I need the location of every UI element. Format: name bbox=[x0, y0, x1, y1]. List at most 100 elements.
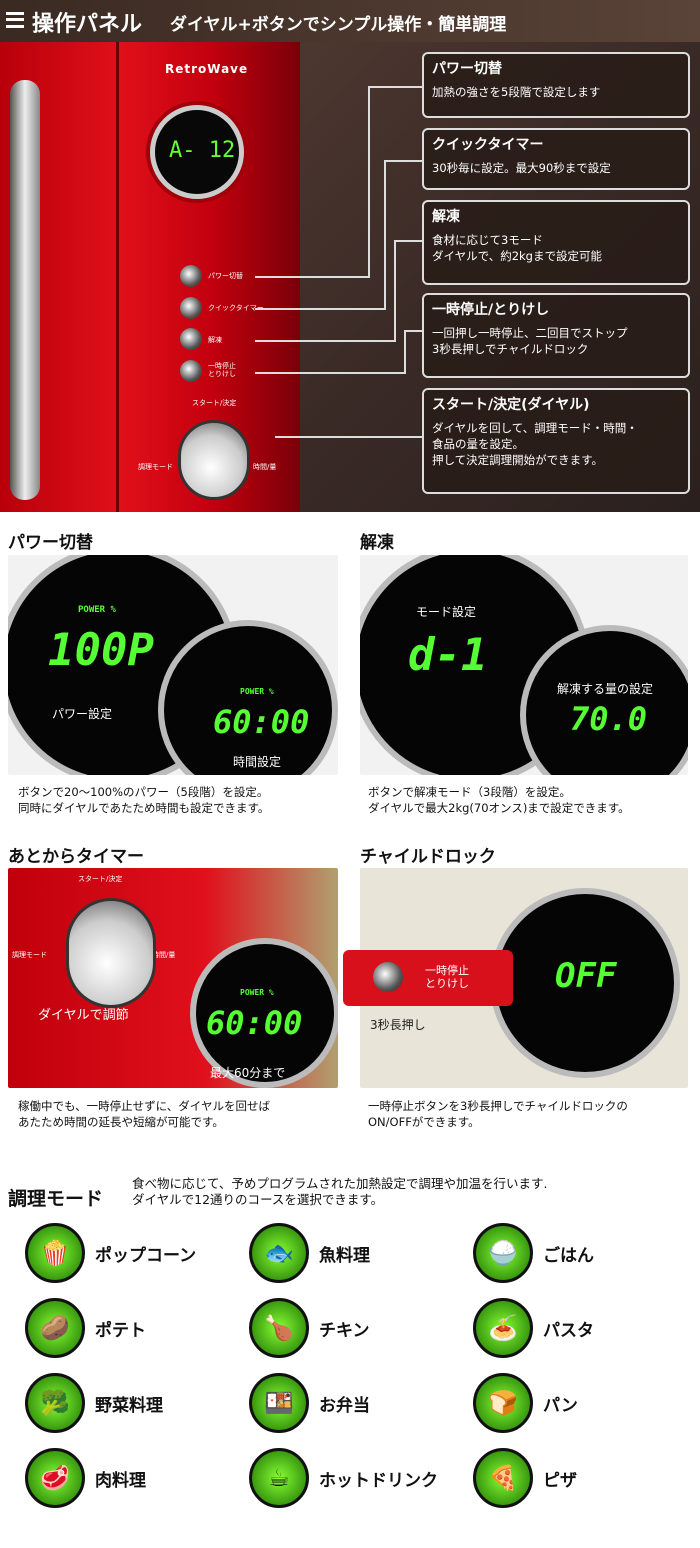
mode-item: ☕ ホットドリンク bbox=[249, 1448, 469, 1508]
mode-setting-label: モード設定 bbox=[416, 605, 477, 619]
microwave-photo bbox=[0, 42, 300, 512]
timer-caption: 最大60分まで bbox=[210, 1066, 286, 1080]
mode-item: 🍞 パン bbox=[473, 1373, 693, 1433]
dial-left-label: 調理モード bbox=[12, 951, 47, 959]
dial-top-label: スタート/決定 bbox=[78, 875, 123, 883]
modes-description: 食べ物に応じて、予めプログラムされた加熱設定で調理や加温を行います. ダイヤルで… bbox=[132, 1176, 548, 1207]
leader-line bbox=[255, 308, 385, 310]
leader-line bbox=[404, 330, 422, 332]
defrost-display-photo: モード設定 d-1 解凍する量の設定 70.0 bbox=[360, 555, 688, 775]
mode-item: 🥦野菜料理 bbox=[25, 1373, 245, 1433]
mode-label: ごはん bbox=[543, 1245, 594, 1266]
defrost-mode-value: d-1 bbox=[408, 630, 488, 681]
callout-text: ダイヤルを回して、調理モード・時間・ 食品の量を設定。 押して決定調理開始ができ… bbox=[432, 421, 638, 467]
display-readout: A- 12 bbox=[169, 138, 236, 163]
mode-icon: 🍕 bbox=[473, 1448, 533, 1508]
mode-item: 🍿 ポップコーン bbox=[25, 1223, 245, 1283]
callout-defrost: 解凍食材に応じて3モード ダイヤルで、約2kgまで設定可能 bbox=[422, 200, 690, 285]
lock-display-value: OFF bbox=[555, 956, 617, 996]
leader-line bbox=[384, 160, 422, 162]
mode-item: 🍕 ピザ bbox=[473, 1448, 693, 1508]
time-caption: 時間設定 bbox=[233, 755, 282, 769]
pause-button-label: 一時停止 とりけし bbox=[425, 964, 469, 990]
feature-title-timer: あとからタイマー bbox=[8, 847, 144, 867]
mode-icon: 🥔 bbox=[25, 1298, 85, 1358]
start-dial[interactable] bbox=[178, 420, 250, 500]
mode-label: ピザ bbox=[543, 1470, 577, 1491]
door-seam bbox=[116, 42, 119, 512]
feature-caption-child-lock: 一時停止ボタンを3秒長押しでチャイルドロックの ON/OFFができます。 bbox=[368, 1099, 628, 1129]
pause-button-callout: 一時停止 とりけし bbox=[343, 950, 513, 1006]
callout-title: 解凍 bbox=[432, 209, 460, 225]
power-label: POWER % bbox=[78, 605, 116, 615]
callout-title: クイックタイマー bbox=[432, 137, 544, 153]
mode-item: 🐟 魚料理 bbox=[249, 1223, 469, 1283]
mode-label: ポップコーン bbox=[95, 1245, 197, 1266]
mode-label: ポテト bbox=[95, 1320, 146, 1341]
mode-item: 🥩 肉料理 bbox=[25, 1448, 245, 1508]
callout-start-dial: スタート/決定(ダイヤル)ダイヤルを回して、調理モード・時間・ 食品の量を設定。… bbox=[422, 388, 690, 494]
leader-line bbox=[384, 160, 386, 310]
mode-icon: 🥩 bbox=[25, 1448, 85, 1508]
leader-line bbox=[368, 86, 370, 278]
callout-text: 加熱の強さを5段階で設定します bbox=[432, 85, 601, 99]
mode-icon: 🍿 bbox=[25, 1223, 85, 1283]
timer-dial-photo: スタート/決定 調理モード 時間/量 ダイヤルで調節 POWER % 60:00… bbox=[8, 868, 338, 1088]
pause-button-image bbox=[373, 962, 403, 992]
quick-timer-button[interactable] bbox=[180, 297, 202, 319]
mode-item: 🍗 チキン bbox=[249, 1298, 469, 1358]
amount-label: 解凍する量の設定 bbox=[557, 682, 654, 696]
mode-item: 🍱 お弁当 bbox=[249, 1373, 469, 1433]
mode-label: お弁当 bbox=[319, 1395, 370, 1416]
mode-icon: 🥦 bbox=[25, 1373, 85, 1433]
callout-pause: 一時停止/とりけし一回押し一時停止、二回目でストップ 3秒長押しでチャイルドロッ… bbox=[422, 293, 690, 378]
menu-lines-icon bbox=[6, 12, 24, 28]
defrost-button[interactable] bbox=[180, 328, 202, 350]
feature-caption-power: ボタンで20〜100%のパワー（5段階）を設定。 同時にダイヤルであたため時間も… bbox=[18, 785, 270, 815]
mode-label: パスタ bbox=[543, 1320, 594, 1341]
mode-icon: 🐟 bbox=[249, 1223, 309, 1283]
feature-caption-timer: 稼働中でも、一時停止せずに、ダイヤルを回せば あたため時間の延長や短縮が可能です… bbox=[18, 1099, 270, 1129]
feature-title-defrost: 解凍 bbox=[360, 533, 394, 553]
timer-value: 60:00 bbox=[206, 1004, 303, 1042]
leader-line bbox=[394, 240, 396, 342]
mode-icon: 🍚 bbox=[473, 1223, 533, 1283]
pause-cancel-button[interactable] bbox=[180, 360, 202, 382]
power-button[interactable] bbox=[180, 265, 202, 287]
header: 操作パネル ダイヤル+ボタンでシンプル操作・簡単調理 bbox=[0, 0, 700, 42]
quick-timer-label: クイックタイマー bbox=[208, 304, 264, 312]
mode-icon: 🍞 bbox=[473, 1373, 533, 1433]
mode-icon: 🍱 bbox=[249, 1373, 309, 1433]
dial-right-label: 時間/量 bbox=[253, 463, 277, 471]
timer-dial bbox=[66, 898, 156, 1008]
defrost-label: 解凍 bbox=[208, 336, 222, 344]
mode-icon: ☕ bbox=[249, 1448, 309, 1508]
power-display-photo: POWER % 100P パワー設定 POWER % 60:00 時間設定 bbox=[8, 555, 338, 775]
leader-line bbox=[368, 86, 422, 88]
power-value: 100P bbox=[48, 625, 154, 676]
leader-line bbox=[275, 436, 422, 438]
leader-line bbox=[255, 372, 405, 374]
callout-title: パワー切替 bbox=[432, 61, 502, 77]
power-label: POWER % bbox=[240, 988, 274, 997]
mode-item: 🍝パスタ bbox=[473, 1298, 693, 1358]
callout-power: パワー切替加熱の強さを5段階で設定します bbox=[422, 52, 690, 118]
mode-label: 肉料理 bbox=[95, 1470, 146, 1491]
pause-cancel-label: 一時停止 とりけし bbox=[208, 362, 236, 378]
dial-left-label: 調理モード bbox=[138, 463, 173, 471]
callout-text: 一回押し一時停止、二回目でストップ 3秒長押しでチャイルドロック bbox=[432, 326, 628, 356]
leader-line bbox=[394, 240, 422, 242]
door-handle bbox=[10, 80, 40, 500]
page-subtitle: ダイヤル+ボタンでシンプル操作・簡単調理 bbox=[170, 15, 507, 35]
mode-item: 🍚 ごはん bbox=[473, 1223, 693, 1283]
mode-label: パン bbox=[543, 1395, 578, 1416]
mode-label: 魚料理 bbox=[319, 1245, 370, 1266]
callout-title: 一時停止/とりけし bbox=[432, 302, 550, 318]
leader-line bbox=[255, 340, 395, 342]
mode-label: チキン bbox=[319, 1320, 370, 1341]
mode-icon: 🍗 bbox=[249, 1298, 309, 1358]
mode-item: 🥔 ポテト bbox=[25, 1298, 245, 1358]
mode-label: ホットドリンク bbox=[319, 1470, 438, 1491]
dial-right-label: 時間/量 bbox=[152, 951, 176, 959]
